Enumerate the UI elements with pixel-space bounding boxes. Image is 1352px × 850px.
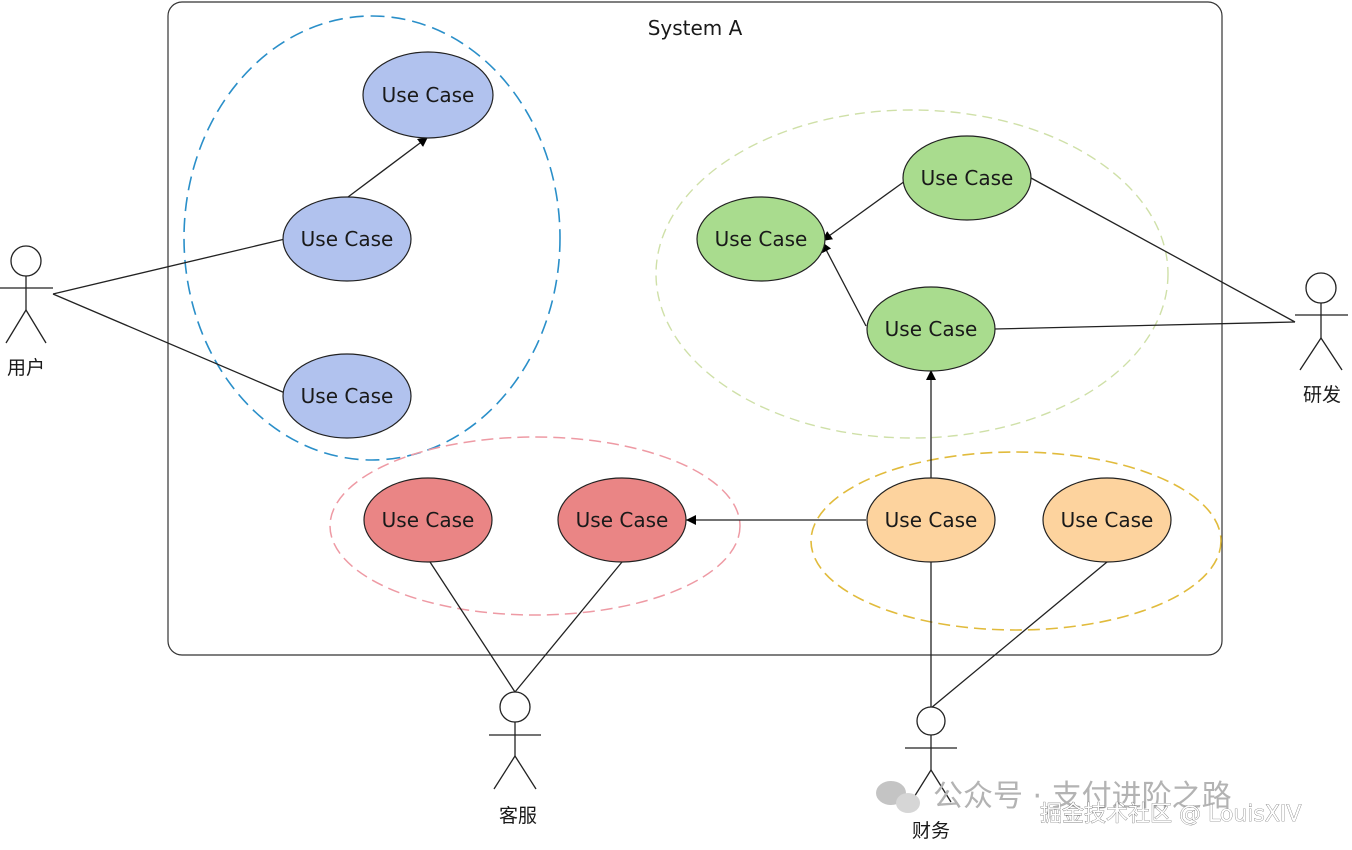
watermark-line1: 公众号 · 支付进阶之路 [933, 779, 1232, 814]
svg-text:Use Case: Use Case [921, 166, 1014, 190]
svg-text:Use Case: Use Case [382, 83, 475, 107]
svg-text:Use Case: Use Case [885, 508, 978, 532]
svg-text:Use Case: Use Case [301, 384, 394, 408]
wechat-icon [876, 781, 920, 813]
actor-finance[interactable] [905, 706, 957, 803]
use-case-green-bottom[interactable]: Use Case [866, 286, 996, 372]
svg-text:Use Case: Use Case [1061, 508, 1154, 532]
actor-support[interactable] [489, 691, 541, 790]
use-case-green-top[interactable]: Use Case [902, 135, 1032, 221]
associations [52, 177, 1296, 709]
svg-text:Use Case: Use Case [576, 508, 669, 532]
group-green [655, 109, 1169, 439]
actor-user-label: 用户 [7, 357, 45, 379]
system-title: System A [648, 16, 743, 40]
use-case-orange-right[interactable]: Use Case [1042, 477, 1172, 563]
use-case-red-left[interactable]: Use Case [363, 477, 493, 563]
use-case-blue-top[interactable]: Use Case [362, 51, 494, 139]
svg-text:Use Case: Use Case [301, 227, 394, 251]
group-blue [183, 15, 561, 461]
use-case-orange-left[interactable]: Use Case [866, 477, 996, 563]
svg-text:Use Case: Use Case [715, 227, 808, 251]
actor-research[interactable] [1295, 272, 1348, 371]
watermark-line2: 掘金技术社区 @ LouisXIV [1040, 802, 1301, 827]
actor-finance-label: 财务 [912, 820, 950, 842]
actor-research-label: 研发 [1303, 384, 1341, 406]
use-case-red-right[interactable]: Use Case [557, 477, 687, 563]
system-boundary [167, 1, 1223, 656]
group-orange [810, 451, 1222, 631]
use-case-green-left[interactable]: Use Case [696, 196, 826, 282]
group-red [329, 436, 741, 616]
actor-support-label: 客服 [499, 805, 537, 827]
actor-user[interactable] [0, 245, 53, 344]
use-case-blue-bottom[interactable]: Use Case [282, 353, 412, 439]
svg-text:Use Case: Use Case [885, 317, 978, 341]
use-case-blue-middle[interactable]: Use Case [282, 196, 412, 282]
svg-text:Use Case: Use Case [382, 508, 475, 532]
relations [347, 136, 936, 525]
